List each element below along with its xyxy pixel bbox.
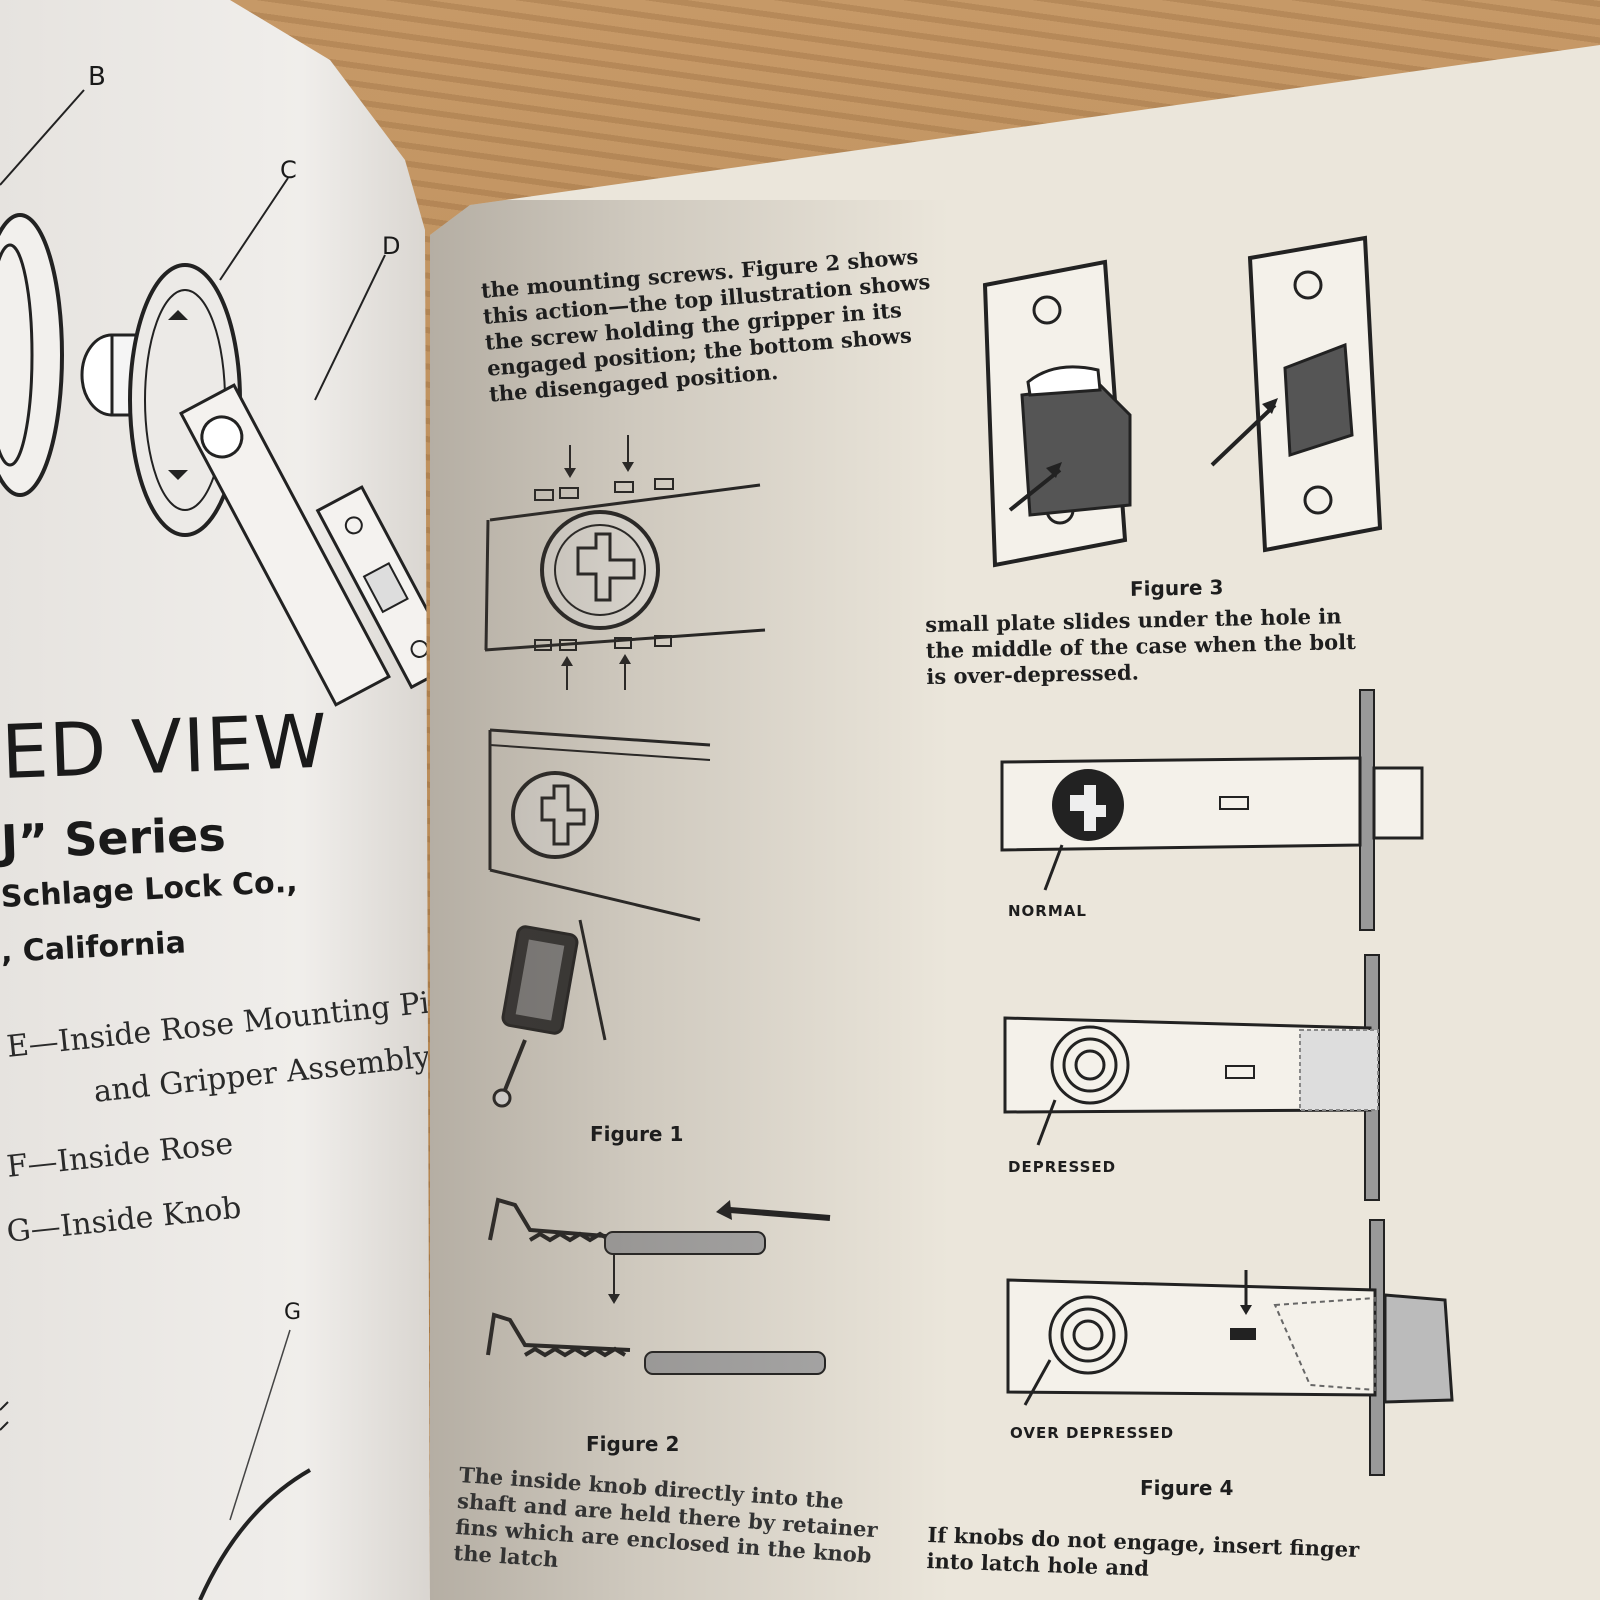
callout-b: B <box>88 62 106 92</box>
edge-mark <box>0 1401 9 1431</box>
figure1-bottom-drawing <box>488 728 711 1108</box>
plate-notch-bottom <box>168 470 188 480</box>
series-heading: J” Series <box>0 807 227 869</box>
figures-illustration <box>484 235 1454 1476</box>
figure4-depressed-drawing <box>1003 954 1380 1201</box>
leader-line-b <box>0 89 85 186</box>
callout-c: C <box>280 156 297 184</box>
figure4-caption: Figure 4 <box>1140 1476 1234 1500</box>
figure3-paragraph: small plate slides under the hole in the… <box>925 603 1357 690</box>
callout-d: D <box>382 232 401 260</box>
leader-line-c <box>219 177 289 281</box>
rose-ring-part <box>0 213 64 497</box>
figure3-caption: Figure 3 <box>1129 575 1224 601</box>
figure4-over-depressed-drawing <box>1006 1219 1454 1476</box>
inside-knob-outline <box>198 1468 311 1600</box>
figure3-drawing <box>982 235 1383 568</box>
leader-line-g <box>229 1329 291 1521</box>
leader-line-d <box>314 254 386 401</box>
figure2-drawing <box>486 1197 831 1375</box>
label-over-depressed: OVER DEPRESSED <box>1010 1424 1175 1442</box>
exploded-view-title: ED VIEW <box>0 698 330 796</box>
latch-bolt-assembly <box>178 383 430 707</box>
right-page: the mounting screws. Figure 2 shows this… <box>430 45 1600 1600</box>
figure1-top-drawing <box>484 435 766 690</box>
exploded-view-illustration <box>0 89 430 1600</box>
figure2-caption: Figure 2 <box>586 1432 680 1456</box>
rose-ring-inner <box>0 243 34 467</box>
left-page: B C D G ED VIEW J” Series Schlage Lock C… <box>0 0 430 1600</box>
plate-notch-top <box>168 310 188 320</box>
figure4-normal-drawing <box>1000 689 1424 931</box>
label-depressed: DEPRESSED <box>1008 1158 1117 1176</box>
label-normal: NORMAL <box>1008 902 1087 920</box>
figure1-caption: Figure 1 <box>590 1122 684 1146</box>
callout-g: G <box>284 1300 302 1325</box>
